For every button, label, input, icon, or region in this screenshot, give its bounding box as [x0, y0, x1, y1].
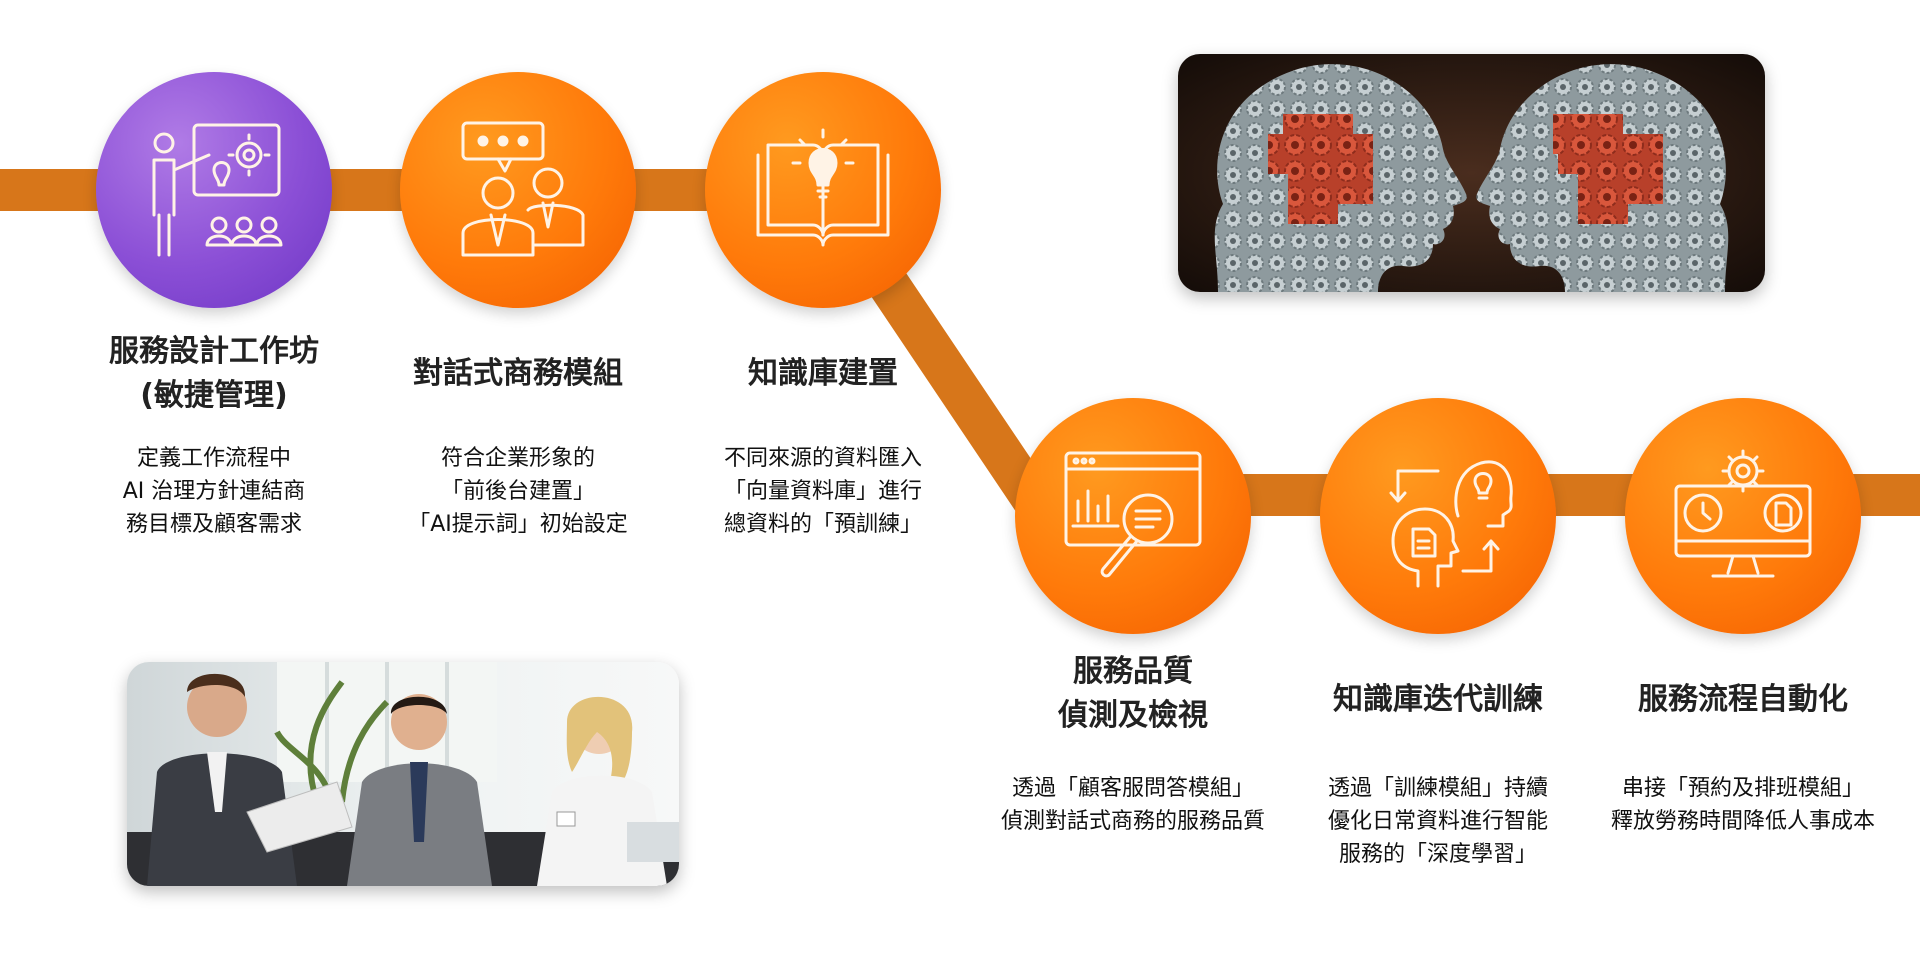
presentation-workshop-icon [152, 123, 283, 257]
step-6-title-line-1: 服務流程自動化 [1638, 682, 1848, 717]
step-1-title: 服務設計工作坊 (敏捷管理) [54, 330, 374, 418]
step-2-circle [400, 72, 636, 308]
gear-heads-image [1178, 54, 1765, 292]
step-5-desc: 透過「訓練模組」持續 優化日常資料進行智能 服務的「深度學習」 [1327, 776, 1548, 867]
iterative-learning-heads-icon [1389, 460, 1513, 588]
step-4-circle [1015, 398, 1251, 634]
step-3-title: 知識庫建置 [663, 352, 983, 396]
step-5-circle [1320, 398, 1556, 634]
automation-monitor-gear-icon [1674, 449, 1812, 578]
step-5-title: 知識庫迭代訓練 [1278, 678, 1598, 722]
knowledge-book-idea-icon [756, 128, 890, 247]
step-1-title-line-1: 服務設計工作坊 [109, 334, 319, 369]
step-3-desc: 不同來源的資料匯入 「向量資料庫」進行 總資料的「預訓練」 [723, 446, 922, 537]
step-6-circle [1625, 398, 1861, 634]
step-4-title-line-1: 服務品質 [1073, 654, 1193, 689]
step-1-circle [96, 72, 332, 308]
step-2-desc: 符合企業形象的 「前後台建置」 「AI提示詞」初始設定 [408, 446, 628, 537]
step-2-title-line-1: 對話式商務模組 [413, 356, 623, 391]
business-meeting-image [127, 662, 679, 886]
step-4-desc: 透過「顧客服問答模組」 偵測對話式商務的服務品質 [1000, 776, 1265, 834]
step-5-title-line-1: 知識庫迭代訓練 [1333, 682, 1543, 717]
step-6-desc: 串接「預約及排班模組」 釋放勞務時間降低人事成本 [1610, 776, 1875, 834]
step-1-desc: 定義工作流程中 AI 治理方針連結商 務目標及顧客需求 [122, 446, 306, 537]
step-4-title: 服務品質 偵測及檢視 [973, 650, 1293, 738]
step-1-title-line-2: (敏捷管理) [140, 378, 288, 413]
step-4-title-line-2: 偵測及檢視 [1058, 698, 1208, 733]
analytics-magnifier-icon [1064, 451, 1202, 578]
step-3-circle [705, 72, 941, 308]
step-3-title-line-1: 知識庫建置 [748, 356, 898, 391]
business-conversation-icon [461, 121, 585, 257]
step-6-title: 服務流程自動化 [1583, 678, 1903, 722]
step-2-title: 對話式商務模組 [358, 352, 678, 396]
